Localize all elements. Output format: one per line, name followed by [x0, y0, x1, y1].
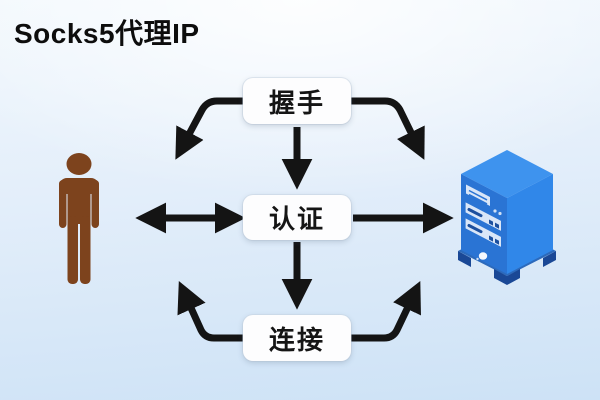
server-bay-button	[489, 235, 493, 242]
server-foot-right	[543, 251, 556, 267]
server-bay-button	[489, 219, 493, 226]
server-vent-line	[468, 193, 488, 205]
server-bay-button	[495, 238, 499, 245]
server-side-face	[507, 174, 553, 274]
person-left-arm	[59, 180, 67, 228]
person-icon	[59, 153, 99, 284]
server-bay-handle	[467, 224, 483, 234]
step-box-connect: 连接	[243, 315, 351, 361]
server-power-dot	[476, 257, 479, 261]
step-label-auth: 认证	[268, 204, 325, 234]
server-icon	[458, 150, 556, 285]
person-right-arm	[91, 180, 99, 228]
server-bay-button	[495, 222, 499, 229]
step-box-auth: 认证	[243, 195, 351, 240]
server-front-face	[461, 174, 507, 274]
server-indicator-led	[498, 211, 502, 216]
person-right-leg	[80, 216, 91, 284]
server-foot-front	[494, 269, 520, 285]
server-indicator-led	[493, 209, 497, 213]
page-title: Socks5代理IP	[14, 18, 200, 49]
arrow-handshake-to-server	[351, 97, 425, 160]
server-foot-left	[458, 251, 471, 267]
person-left-leg	[67, 216, 78, 284]
server-vent-line	[468, 189, 488, 201]
server-power-button	[478, 252, 488, 260]
step-label-handshake: 握手	[268, 87, 325, 118]
arrow-connect-to-client	[177, 280, 243, 342]
server-bay-handle	[467, 208, 483, 218]
person-head	[66, 153, 92, 175]
arrow-connect-to-server	[351, 281, 421, 342]
step-label-connect: 连接	[268, 324, 325, 355]
arrow-handshake-to-client	[175, 97, 243, 160]
step-box-handshake: 握手	[243, 78, 351, 124]
person-torso	[67, 178, 91, 224]
